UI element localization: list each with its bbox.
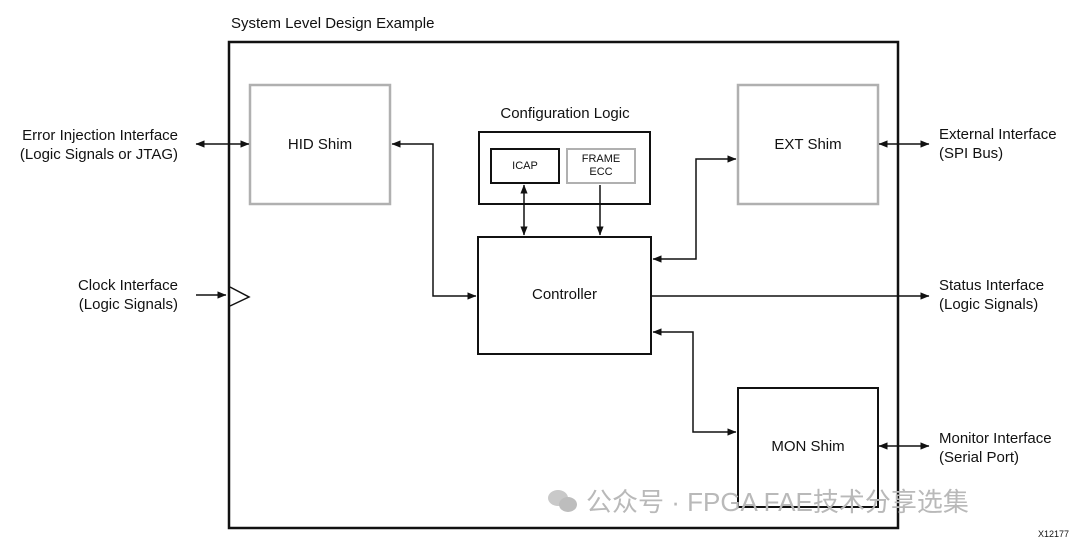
wechat-icon bbox=[548, 488, 578, 514]
icap-block bbox=[490, 148, 560, 184]
config-logic-label: Configuration Logic bbox=[500, 105, 630, 122]
mon-shim-label: MON Shim bbox=[771, 438, 845, 455]
watermark-text: 公众号 · FPGA FAE技术分享选集 bbox=[586, 487, 969, 517]
error-injection-label-line1: Error Injection Interface bbox=[22, 127, 178, 144]
system-boundary bbox=[227, 40, 900, 530]
frame-ecc-label-line2: ECC bbox=[589, 166, 613, 178]
config-logic-block bbox=[478, 131, 651, 205]
ext-shim-label: EXT Shim bbox=[774, 136, 842, 153]
ext-shim-block bbox=[736, 83, 880, 206]
monitor-label-line2: (Serial Port) bbox=[939, 449, 1020, 466]
icap-label: ICAP bbox=[512, 160, 538, 172]
hid-shim-label: HID Shim bbox=[287, 136, 353, 153]
clock-label-line2: (Logic Signals) bbox=[78, 296, 178, 313]
error-injection-label-line2: (Logic Signals or JTAG) bbox=[19, 146, 178, 163]
mon-controller-link bbox=[652, 328, 737, 436]
clock-label-line1: Clock Interface bbox=[77, 277, 178, 294]
status-label-line1: Status Interface bbox=[939, 277, 1045, 294]
external-label-line1: External Interface bbox=[939, 126, 1057, 143]
status-label-line2: (Logic Signals) bbox=[939, 296, 1039, 313]
figure-id: X12177 bbox=[1038, 529, 1070, 539]
frame-ecc-label-line1: FRAME bbox=[581, 153, 621, 165]
watermark: 公众号 · FPGA FAE技术分享选集 bbox=[548, 482, 969, 519]
monitor-label-line1: Monitor Interface bbox=[939, 430, 1052, 447]
hid-controller-link bbox=[391, 140, 477, 300]
frame-ecc-block bbox=[566, 148, 636, 184]
controller-label: Controller bbox=[531, 286, 598, 303]
hid-shim-block bbox=[248, 83, 392, 206]
clock-triangle bbox=[229, 286, 251, 307]
external-label-line2: (SPI Bus) bbox=[939, 145, 1004, 162]
diagram-title: System Level Design Example bbox=[231, 15, 435, 32]
mon-shim-block bbox=[737, 387, 879, 508]
ext-controller-link bbox=[652, 155, 737, 263]
